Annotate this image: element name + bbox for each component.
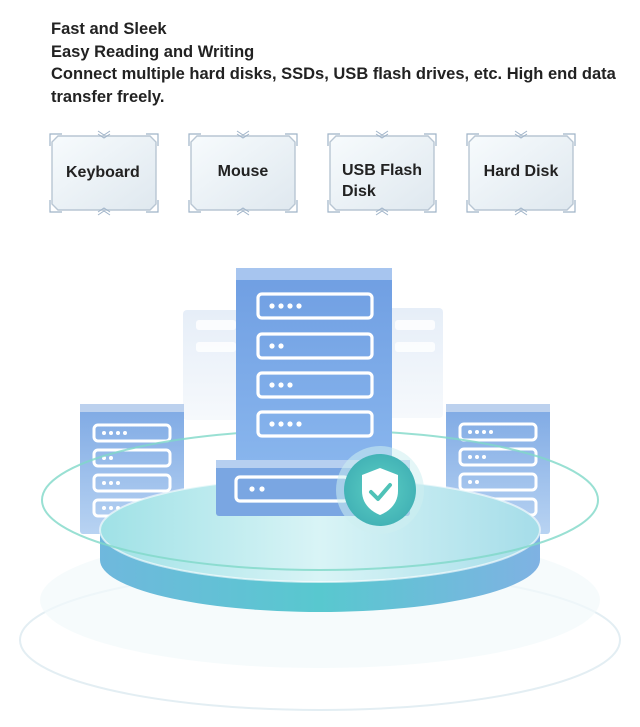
card-keyboard-label: Keyboard [66, 164, 140, 181]
server-platform-graphic [19, 268, 621, 711]
server-illustration [0, 250, 640, 722]
card-frame [327, 130, 437, 216]
feature-fast: Fast and Sleek [51, 20, 167, 38]
card-mouse: Mouse [187, 130, 299, 216]
card-usb-label: USB Flash Disk [342, 162, 423, 200]
card-frame [49, 130, 159, 216]
ghost-server-right [385, 308, 443, 418]
card-frame [188, 130, 298, 216]
server-main [236, 268, 392, 478]
card-keyboard: Keyboard [48, 130, 160, 216]
card-mouse-label: Mouse [217, 163, 269, 180]
device-cards: Keyboard Mouse U [0, 130, 640, 220]
feature-reading-writing: Easy Reading and Writing [51, 42, 255, 61]
feature-list: Fast and Sleek Easy Reading and Writing … [51, 18, 631, 108]
card-frame [466, 130, 576, 216]
card-hard-disk-label: Hard Disk [483, 163, 559, 180]
platform [41, 429, 599, 612]
feature-connect: Connect multiple hard disks, SSDs, USB f… [51, 65, 616, 106]
card-usb-flash-disk: USB Flash Disk [326, 130, 438, 216]
card-hard-disk: Hard Disk [465, 130, 577, 216]
ghost-server-left [183, 310, 243, 420]
shield-check-icon [336, 446, 424, 534]
